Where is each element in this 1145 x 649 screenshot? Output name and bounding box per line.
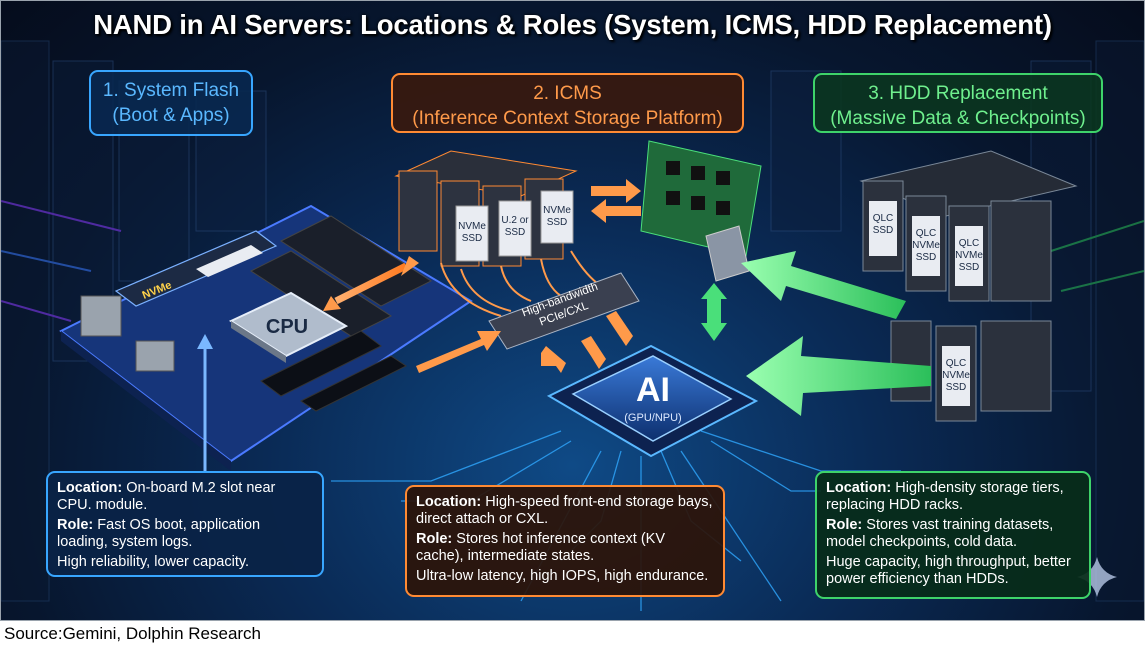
role-label: Role: [57, 517, 94, 533]
qlc-green-arrows [741, 251, 931, 416]
qlc-label-4a: QLC [946, 358, 967, 369]
location-label: Location: [57, 480, 123, 496]
source-caption: Source:Gemini, Dolphin Research [4, 624, 262, 643]
location-text: On-board M.2 slot near CPU. module. [57, 480, 276, 513]
ssd-nvme-label-3: NVMe [543, 205, 571, 216]
role-line: Role: Fast OS boot, application loading,… [57, 517, 313, 551]
section-header-system-flash: 1. System Flash (Boot & Apps) [89, 70, 253, 136]
role-text: Stores vast training datasets, model che… [826, 517, 1054, 550]
role-line: Role: Stores hot inference context (KV c… [416, 531, 714, 565]
info-box-hdd-replacement: Location: High-density storage tiers, re… [815, 471, 1091, 599]
ssd-nvme-label-2: SSD [462, 233, 483, 244]
section-header-line2: (Boot & Apps) [112, 105, 230, 126]
cpu-label: CPU [266, 316, 308, 338]
role-line: Role: Stores vast training datasets, mod… [826, 517, 1080, 551]
ai-memory-arrow [701, 283, 727, 341]
icms-memory-arrows [591, 179, 641, 223]
section-header-icms: 2. ICMS (Inference Context Storage Platf… [391, 73, 744, 133]
section-header-hdd-replacement: 3. HDD Replacement (Massive Data & Check… [813, 73, 1103, 133]
qlc-label-3c: SSD [959, 262, 980, 273]
section-header-line2: (Massive Data & Checkpoints) [830, 108, 1086, 129]
location-label: Location: [416, 494, 482, 510]
icms-ssd-array: NVMe SSD U.2 or SSD NVMe SSD [394, 150, 578, 267]
ai-chip-sublabel: (GPU/NPU) [624, 412, 681, 424]
qlc-label-3a: QLC [959, 238, 980, 249]
role-label: Role: [826, 517, 863, 533]
location-text: High-density storage tiers, replacing HD… [826, 480, 1064, 513]
qlc-label-4c: SSD [946, 382, 967, 393]
ai-chip: AI (GPU/NPU) [546, 344, 759, 458]
qlc-label-4b: NVMe [942, 370, 970, 381]
qlc-ssd-rack: QLC SSD QLC NVMe SSD QLC NVMe SSD QLC NV… [859, 150, 1078, 422]
role-text: Fast OS boot, application loading, syste… [57, 517, 261, 550]
section-header-line1: 1. System Flash [102, 80, 240, 101]
note-line: High reliability, lower capacity. [57, 554, 250, 570]
cpu-icms-arrow [323, 256, 419, 311]
location-line: Location: On-board M.2 slot near CPU. mo… [57, 480, 313, 514]
nvme-m2-module: NVMe [114, 230, 278, 307]
role-text: Stores hot inference context (KV cache),… [416, 531, 666, 564]
location-text: High-speed front-end storage bays, direc… [416, 494, 713, 527]
section-header-line2: (Inference Context Storage Platform) [412, 108, 723, 129]
location-label: Location: [826, 480, 892, 496]
sparkle-icon [1077, 557, 1117, 597]
interconnect-ai-arrows [416, 311, 633, 373]
ai-chip-label: AI [636, 371, 670, 409]
qlc-label-2b: NVMe [912, 240, 940, 251]
location-line: Location: High-speed front-end storage b… [416, 494, 714, 528]
illustration: NVMe CPU NVMe SS [1, 40, 1144, 611]
note-line: Huge capacity, high throughput, better p… [826, 554, 1071, 587]
section-header-line1: 3. HDD Replacement [868, 83, 1048, 104]
infographic-frame: NVMe CPU NVMe SS [0, 0, 1145, 621]
qlc-label-1a: QLC [873, 213, 894, 224]
memory-module [640, 140, 762, 282]
page-title: NAND in AI Servers: Locations & Roles (S… [93, 9, 1052, 40]
qlc-label-3b: NVMe [955, 250, 983, 261]
qlc-label-1c: SSD [873, 225, 894, 236]
ssd-u2-label-2: SSD [505, 227, 526, 238]
info-box-icms: Location: High-speed front-end storage b… [405, 485, 725, 597]
interconnect-bar: High-bandwidth PCIe/CXL [488, 272, 640, 350]
ssd-u2-label-1: U.2 or [501, 215, 529, 226]
note-line: Ultra-low latency, high IOPS, high endur… [416, 568, 709, 584]
ssd-nvme-label-4: SSD [547, 217, 568, 228]
qlc-label-2a: QLC [916, 228, 937, 239]
system-flash-pointer [197, 334, 213, 471]
info-box-system-flash: Location: On-board M.2 slot near CPU. mo… [46, 471, 324, 577]
role-label: Role: [416, 531, 453, 547]
ssd-nvme-label-1: NVMe [458, 221, 486, 232]
section-header-line1: 2. ICMS [533, 83, 602, 104]
cpu-chip: CPU [228, 291, 349, 363]
qlc-label-2c: SSD [916, 252, 937, 263]
location-line: Location: High-density storage tiers, re… [826, 480, 1080, 514]
